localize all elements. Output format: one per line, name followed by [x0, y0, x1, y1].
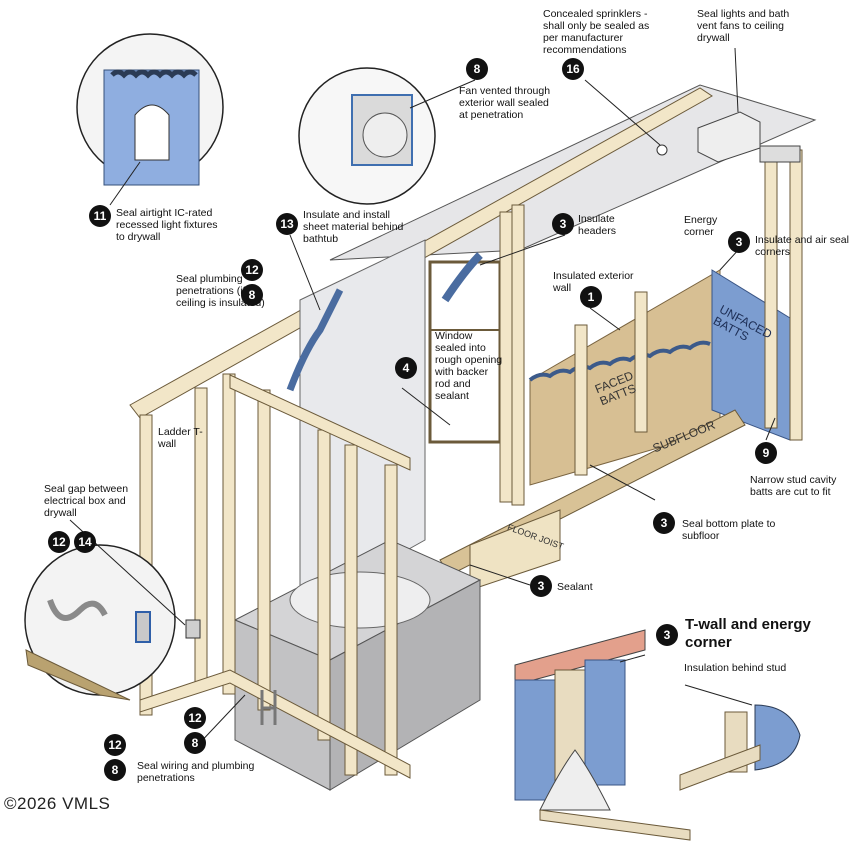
inset-t-wall-detail — [514, 629, 691, 841]
callout-wiring-text: Seal wiring and plumbing penetrations — [137, 760, 255, 784]
callout-3-corners-badge: 3 — [728, 231, 750, 253]
electrical-box — [185, 619, 201, 639]
callout-energy-corner-text: Energy corner — [684, 214, 718, 238]
callout-3-corners-text: Insulate and air seal corners — [755, 234, 849, 258]
t-wall-bottom-plate — [139, 669, 411, 779]
t-wall-top-plate — [229, 374, 411, 471]
callout-electrical-gap-text: Seal gap between electrical box and dryw… — [44, 483, 129, 519]
callout-3-headers-badge: 3 — [552, 213, 574, 235]
drain-pipe — [260, 690, 277, 725]
callout-1-badge: 1 — [580, 286, 602, 308]
callout-8-plumbing-badge: 8 — [241, 284, 263, 306]
callout-1-text: Insulated exterior wall — [553, 270, 634, 294]
callout-3-headers-text: Insulate headers — [578, 213, 616, 237]
callout-11-text: Seal airtight IC-rated recessed light fi… — [116, 207, 218, 243]
inset-insulation-behind-stud — [679, 704, 801, 791]
copyright-watermark: ©2026 VMLS — [4, 794, 111, 813]
callout-12-plumbing-badge: 12 — [241, 259, 263, 281]
callout-4-text: Window sealed into rough opening with ba… — [435, 330, 503, 402]
callout-16-badge: 16 — [562, 58, 584, 80]
callout-8-bottom-badge: 8 — [104, 759, 126, 781]
callout-13-badge: 13 — [276, 213, 298, 235]
callout-12-wiring-badge: 12 — [184, 707, 206, 729]
callout-11-badge: 11 — [89, 205, 111, 227]
callout-3-sealant-text: Sealant — [557, 581, 593, 593]
fan-duct — [759, 145, 801, 163]
floor-joist — [469, 509, 561, 591]
callout-4-badge: 4 — [395, 357, 417, 379]
callout-8-fan-text: Fan vented through exterior wall sealed … — [459, 85, 551, 121]
callout-16-text: Concealed sprinklers - shall only be sea… — [543, 8, 650, 56]
callout-12-bottom-badge: 12 — [104, 734, 126, 756]
t-wall-energy-corner-title: T-wall and energy corner — [685, 616, 811, 651]
tub-basin — [289, 571, 431, 629]
callout-insulation-behind-stud-text: Insulation behind stud — [684, 662, 787, 674]
leader-lines — [69, 47, 776, 749]
tub-wall-insulation — [286, 288, 344, 392]
callout-ladder-t-wall-text: Ladder T-wall — [158, 426, 203, 450]
callout-12-inset-badge: 12 — [48, 531, 70, 553]
callout-3-sealant-badge: 3 — [530, 575, 552, 597]
callout-8-wiring-badge: 8 — [184, 732, 206, 754]
callout-8-fan-badge: 8 — [466, 58, 488, 80]
callout-3-t-wall-badge: 3 — [656, 624, 678, 646]
callout-3-bottom-plate-badge: 3 — [653, 512, 675, 534]
callout-9-badge: 9 — [755, 442, 777, 464]
stud-framing — [139, 149, 803, 776]
insulation-wave — [528, 340, 711, 382]
callout-seal-lights-text: Seal lights and bath vent fans to ceilin… — [697, 8, 790, 44]
callout-3-bottom-plate-text: Seal bottom plate to subfloor — [682, 518, 776, 542]
callout-9-text: Narrow stud cavity batts are cut to fit — [750, 474, 837, 498]
callout-14-inset-badge: 14 — [74, 531, 96, 553]
callout-13-text: Insulate and install sheet material behi… — [303, 209, 404, 245]
sprinkler-head — [656, 144, 668, 156]
header-insulation — [441, 252, 483, 303]
